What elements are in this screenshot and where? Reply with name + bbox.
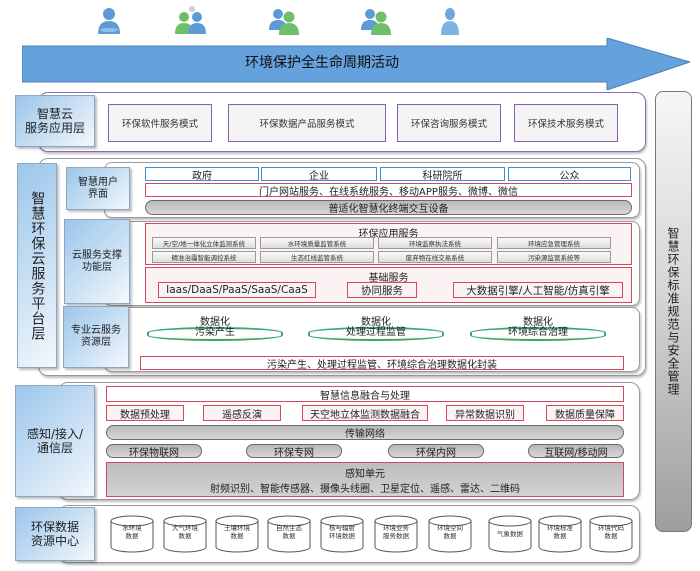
data-disk: 数据化 处理过程监管 xyxy=(308,317,444,341)
lifecycle-arrow xyxy=(22,38,690,90)
base-service-item: 大数据引擎/人工智能/仿真引擎 xyxy=(453,282,623,298)
user-type-box: 公众 xyxy=(508,167,631,182)
fusion-title-box: 智慧信息融合与处理 xyxy=(106,386,624,402)
person-icon xyxy=(439,6,461,36)
database-icon xyxy=(267,515,311,553)
app-system-button: 环境应急管理系统 xyxy=(497,237,611,249)
sensing-layer-label: 感知/接入/通信层 xyxy=(15,385,95,497)
fusion-item: 数据质量保障 xyxy=(546,405,624,421)
database-icon xyxy=(320,515,364,553)
fusion-item: 异常数据识别 xyxy=(446,405,524,421)
database-cylinder: 大气环境数据 xyxy=(162,515,208,553)
database-cylinder: 水环境数据 xyxy=(109,515,155,553)
data-center-label: 环保数据资源中心 xyxy=(15,507,95,561)
database-cylinder: 核与辐射环境数据 xyxy=(319,515,365,553)
platform-layer-label: 智慧环保云服务平台层 xyxy=(17,163,57,368)
database-cylinder: 环境标准数据 xyxy=(537,515,583,553)
database-cylinder: 环境代码数据 xyxy=(588,515,634,553)
sensing-unit-box: 感知单元 射频识别、智能传感器、摄像头线圈、卫星定位、遥感、雷达、二维码 xyxy=(106,462,624,497)
service-mode-box: 环保数据产品服务模式 xyxy=(228,104,386,142)
database-icon xyxy=(374,515,418,553)
fusion-item: 遥感反演 xyxy=(203,405,281,421)
database-icon xyxy=(538,515,582,553)
app-system-button: 废弃物在线交易系统 xyxy=(378,251,492,263)
group-icon xyxy=(360,6,394,36)
database-icon xyxy=(589,515,633,553)
base-service-item: 协同服务 xyxy=(347,282,417,298)
database-cylinder: 环境空间数据 xyxy=(427,515,473,553)
database-icon xyxy=(163,515,207,553)
service-channels-box: 门户网站服务、在线系统服务、移动APP服务、微博、微信 xyxy=(145,183,632,198)
standards-security-panel: 智慧环保标准规范与安全管理 xyxy=(655,91,692,532)
app-system-button: 精准治霾智能调控系统 xyxy=(152,251,256,263)
cloud-app-layer-label: 智慧云服务应用层 xyxy=(15,95,95,147)
group-icon xyxy=(268,6,302,36)
network-pill: 互联网/移动网 xyxy=(528,444,624,459)
user-interface-label: 智慧用户界面 xyxy=(66,167,130,210)
database-icon xyxy=(215,515,259,553)
app-system-button: 水环境质量监管系统 xyxy=(260,237,374,249)
network-pill: 环保内网 xyxy=(388,444,484,459)
encapsulation-box: 污染产生、处理过程监管、环境综合治理数据化封装 xyxy=(140,356,624,371)
network-pill: 环保物联网 xyxy=(106,444,202,459)
support-layer-label: 云服务支撑功能层 xyxy=(64,219,130,304)
base-service-item: Iaas/DaaS/PaaS/SaaS/CaaS xyxy=(158,282,316,298)
app-system-button: 生态红线监管系统 xyxy=(260,251,374,263)
network-pill: 环保专网 xyxy=(246,444,342,459)
service-mode-box: 环保技术服务模式 xyxy=(514,104,618,142)
database-cylinder: 自然生态数据 xyxy=(266,515,312,553)
data-disk: 数据化 环境综合治理 xyxy=(470,317,606,341)
database-cylinder: 土壤环境数据 xyxy=(214,515,260,553)
data-disk: 数据化 污染产生 xyxy=(147,317,283,341)
fusion-item: 天空地立体监测数据融合 xyxy=(302,405,428,421)
side-panel-label: 智慧环保标准规范与安全管理 xyxy=(666,227,680,396)
person-icon xyxy=(96,6,122,36)
resource-layer-label: 专业云服务资源层 xyxy=(63,306,129,368)
database-icon xyxy=(488,515,532,553)
database-icon xyxy=(428,515,472,553)
arrow-title: 环境保护全生命周期活动 xyxy=(245,55,399,71)
app-system-button: 污染源监管系统等 xyxy=(497,251,611,263)
transmission-network-pill: 传输网络 xyxy=(106,425,624,440)
user-type-box: 企业 xyxy=(261,167,377,182)
database-icon xyxy=(110,515,154,553)
fusion-item: 数据预处理 xyxy=(106,405,184,421)
user-type-box: 科研院所 xyxy=(380,167,505,182)
user-type-box: 政府 xyxy=(145,167,259,182)
app-system-button: 天/空/地一体化立体监测系统 xyxy=(152,237,256,249)
terminal-devices-pill: 普适化智慧化终端交互设备 xyxy=(145,200,632,215)
database-cylinder: 环境业务服务数据 xyxy=(373,515,419,553)
app-system-button: 环境监察执法系统 xyxy=(378,237,492,249)
group-icon xyxy=(174,6,208,36)
database-cylinder: 气象数据 xyxy=(487,515,533,553)
service-mode-box: 环保软件服务模式 xyxy=(108,104,212,142)
service-mode-box: 环保咨询服务模式 xyxy=(397,104,501,142)
